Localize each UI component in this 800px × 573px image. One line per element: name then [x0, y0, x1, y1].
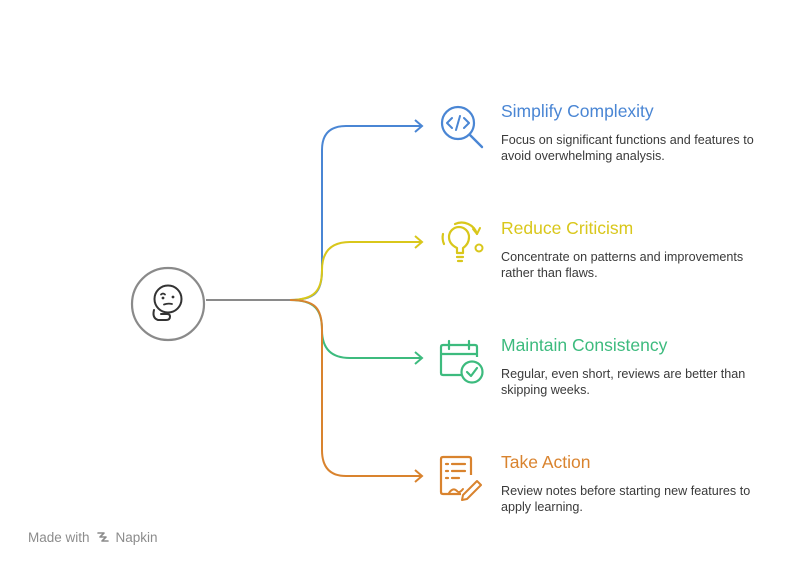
connector-maintain [289, 299, 422, 359]
made-with-footer: Made with Napkin [28, 530, 158, 545]
item-title-maintain: Maintain Consistency [501, 335, 668, 355]
item-description-simplify: Focus on significant functions and featu… [501, 133, 754, 163]
code-search-icon [440, 105, 484, 149]
lightbulb-icon [441, 221, 484, 263]
item-title-action: Take Action [501, 452, 591, 472]
calendar-check-icon [439, 339, 484, 384]
arrowhead-reduce [414, 235, 424, 249]
item-description-reduce: Concentrate on patterns and improvements… [501, 250, 744, 280]
arrowhead-maintain [414, 351, 424, 365]
arrowhead-simplify [414, 119, 424, 133]
connector-reduce [289, 241, 422, 301]
item-title-simplify: Simplify Complexity [501, 101, 654, 121]
notes-pen-icon [439, 455, 482, 501]
napkin-brand: Napkin [96, 530, 158, 545]
napkin-brand-label: Napkin [115, 530, 158, 545]
connector-simplify [289, 125, 422, 301]
arrowhead-action [414, 469, 424, 483]
item-description-action: Review notes before starting new feature… [501, 484, 751, 514]
napkin-logo-icon [96, 531, 109, 542]
connector-action [289, 299, 422, 477]
item-description-maintain: Regular, even short, reviews are better … [501, 367, 746, 397]
thinking-face-icon [130, 266, 206, 342]
item-title-reduce: Reduce Criticism [501, 218, 634, 238]
made-with-label: Made with [28, 530, 90, 545]
